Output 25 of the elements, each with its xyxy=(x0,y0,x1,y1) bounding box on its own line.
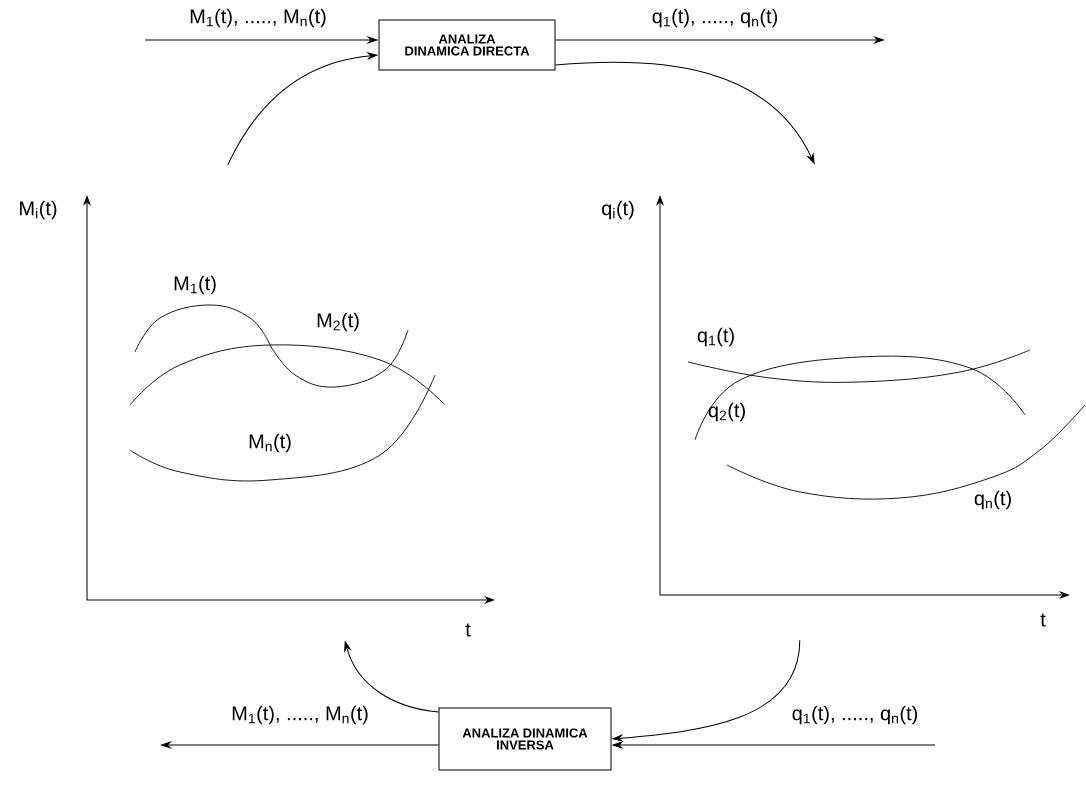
curve-label: q$_{n}$(t) xyxy=(974,490,1011,510)
edge-label: M$_{1}$(t), ....., M$_{n}$(t) xyxy=(188,7,328,29)
process-box: ANALIZA DINAMICA INVERSA xyxy=(438,707,612,771)
axis-label: M$_{i}$(t) xyxy=(20,200,57,220)
arrow xyxy=(227,52,378,166)
chart-drawing xyxy=(83,195,495,604)
curve-label: q$_{1}$(t) xyxy=(697,327,734,347)
arrow xyxy=(344,641,439,713)
curve-label: q$_{2}$(t) xyxy=(708,402,745,422)
edge-label: M$_{1}$(t), ....., M$_{n}$(t) xyxy=(230,704,370,726)
axis-label: t xyxy=(465,623,471,637)
process-box: ANALIZA DINAMICA DIRECTA xyxy=(378,19,556,71)
curve-label: M$_{1}$(t) xyxy=(174,275,216,295)
arrow xyxy=(555,61,815,164)
arrow xyxy=(144,36,378,44)
arrow xyxy=(161,741,439,749)
edge-label: q$_{1}$(t), ....., q$_{n}$(t) xyxy=(650,7,780,29)
chart-drawing xyxy=(656,195,1086,599)
arrow xyxy=(612,741,936,749)
axis-label: q$_{i}$(t) xyxy=(602,200,634,220)
curve-label: M$_{n}$(t) xyxy=(249,433,291,453)
arrow xyxy=(612,639,801,742)
arrow xyxy=(555,36,884,44)
edge-label: q$_{1}$(t), ....., q$_{n}$(t) xyxy=(790,704,920,726)
curve-label: M$_{2}$(t) xyxy=(317,312,359,332)
